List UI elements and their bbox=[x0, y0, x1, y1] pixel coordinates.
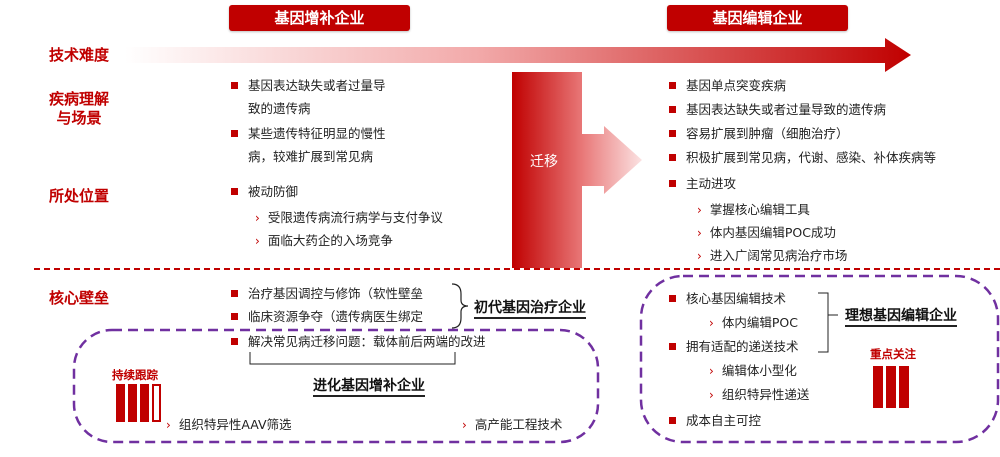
migration-label: 迁移 bbox=[530, 154, 558, 170]
bullet-square-icon bbox=[231, 188, 238, 195]
right-position-main: 主动进攻 bbox=[669, 175, 736, 192]
bullet-square-icon bbox=[669, 82, 676, 89]
bullet-square-icon bbox=[231, 290, 238, 297]
left-disease-item-1-cont: 致的遗传病 bbox=[248, 101, 311, 116]
left-disease-item-2-cont: 病，较难扩展到常见病 bbox=[248, 149, 374, 164]
bullet-square-icon bbox=[231, 130, 238, 137]
chevron-right-icon: › bbox=[255, 211, 260, 225]
right-disease-item-3: 容易扩展到肿瘤（细胞治疗） bbox=[669, 125, 849, 142]
bullet-square-icon bbox=[669, 154, 676, 161]
left-core-sub-1: ›组织特异性AAV筛选 bbox=[166, 417, 292, 432]
right-position-sub-1: ›掌握核心编辑工具 bbox=[697, 202, 810, 217]
chevron-right-icon: › bbox=[709, 364, 714, 378]
chevron-right-icon: › bbox=[697, 203, 702, 217]
focus-bars-icon bbox=[873, 366, 909, 408]
row-label-disease-line1: 疾病理解 bbox=[48, 90, 109, 108]
left-core-item-2: 临床资源争夺（遗传病医生绑定 bbox=[231, 308, 423, 325]
chevron-right-icon: › bbox=[709, 388, 714, 402]
header-gene-editing: 基因编辑企业 bbox=[667, 5, 848, 31]
right-core-sub-2a: ›编辑体小型化 bbox=[709, 363, 797, 378]
header-gene-supplement: 基因增补企业 bbox=[229, 5, 410, 31]
focus-label: 重点关注 bbox=[870, 347, 916, 361]
right-position-sub-2: ›体内基因编辑POC成功 bbox=[697, 225, 836, 240]
right-core-item-1: 核心基因编辑技术 bbox=[669, 290, 786, 307]
tracking-label: 持续跟踪 bbox=[112, 368, 158, 382]
left-core-item-1: 治疗基因调控与修饰（软性壁垒 bbox=[231, 285, 423, 302]
evolved-label: 进化基因增补企业 bbox=[313, 375, 425, 397]
left-disease-item-1: 基因表达缺失或者过量导 bbox=[231, 77, 386, 94]
section-divider bbox=[34, 268, 1000, 270]
bullet-square-icon bbox=[669, 295, 676, 302]
first-gen-label: 初代基因治疗企业 bbox=[474, 297, 586, 319]
right-disease-item-4: 积极扩展到常见病，代谢、感染、补体疾病等 bbox=[669, 149, 936, 166]
chevron-right-icon: › bbox=[462, 418, 467, 432]
left-disease-item-2: 某些遗传特征明显的慢性 bbox=[231, 125, 386, 142]
chevron-right-icon: › bbox=[709, 316, 714, 330]
right-disease-item-2: 基因表达缺失或者过量导致的遗传病 bbox=[669, 101, 886, 118]
right-core-sub-1: ›体内编辑POC bbox=[709, 315, 798, 330]
bullet-square-icon bbox=[669, 106, 676, 113]
bullet-square-icon bbox=[669, 180, 676, 187]
left-position-sub-1: ›受限遗传病流行病学与支付争议 bbox=[255, 210, 443, 225]
right-position-sub-3: ›进入广阔常见病治疗市场 bbox=[697, 248, 848, 263]
right-core-sub-2b: ›组织特异性递送 bbox=[709, 387, 810, 402]
row-label-position: 所处位置 bbox=[48, 187, 109, 205]
bullet-square-icon bbox=[231, 82, 238, 89]
row-label-disease-line2: 与场景 bbox=[56, 109, 102, 127]
right-core-item-3: 成本自主可控 bbox=[669, 412, 761, 429]
bullet-square-icon bbox=[669, 130, 676, 137]
migration-funnel bbox=[496, 72, 642, 268]
left-core-item-3: 解决常见病迁移问题：载体前后两端的改进 bbox=[231, 333, 486, 350]
bullet-square-icon bbox=[669, 417, 676, 424]
left-position-sub-2: ›面临大药企的入场竞争 bbox=[255, 233, 393, 248]
right-disease-item-1: 基因单点突变疾病 bbox=[669, 77, 786, 94]
bullet-square-icon bbox=[231, 313, 238, 320]
right-core-item-2: 拥有适配的递送技术 bbox=[669, 338, 799, 355]
difficulty-arrow bbox=[125, 38, 911, 72]
row-label-disease: 疾病理解 与场景 bbox=[34, 90, 124, 128]
row-label-difficulty: 技术难度 bbox=[48, 46, 109, 64]
chevron-right-icon: › bbox=[166, 418, 171, 432]
left-core-sub-2: ›高产能工程技术 bbox=[462, 417, 563, 432]
left-position-main: 被动防御 bbox=[231, 183, 298, 200]
chevron-right-icon: › bbox=[697, 226, 702, 240]
row-label-core: 核心壁垒 bbox=[48, 289, 109, 307]
chevron-right-icon: › bbox=[697, 249, 702, 263]
tracking-bars-icon bbox=[116, 384, 161, 422]
chevron-right-icon: › bbox=[255, 234, 260, 248]
ideal-label: 理想基因编辑企业 bbox=[845, 305, 957, 327]
bullet-square-icon bbox=[231, 338, 238, 345]
bullet-square-icon bbox=[669, 343, 676, 350]
